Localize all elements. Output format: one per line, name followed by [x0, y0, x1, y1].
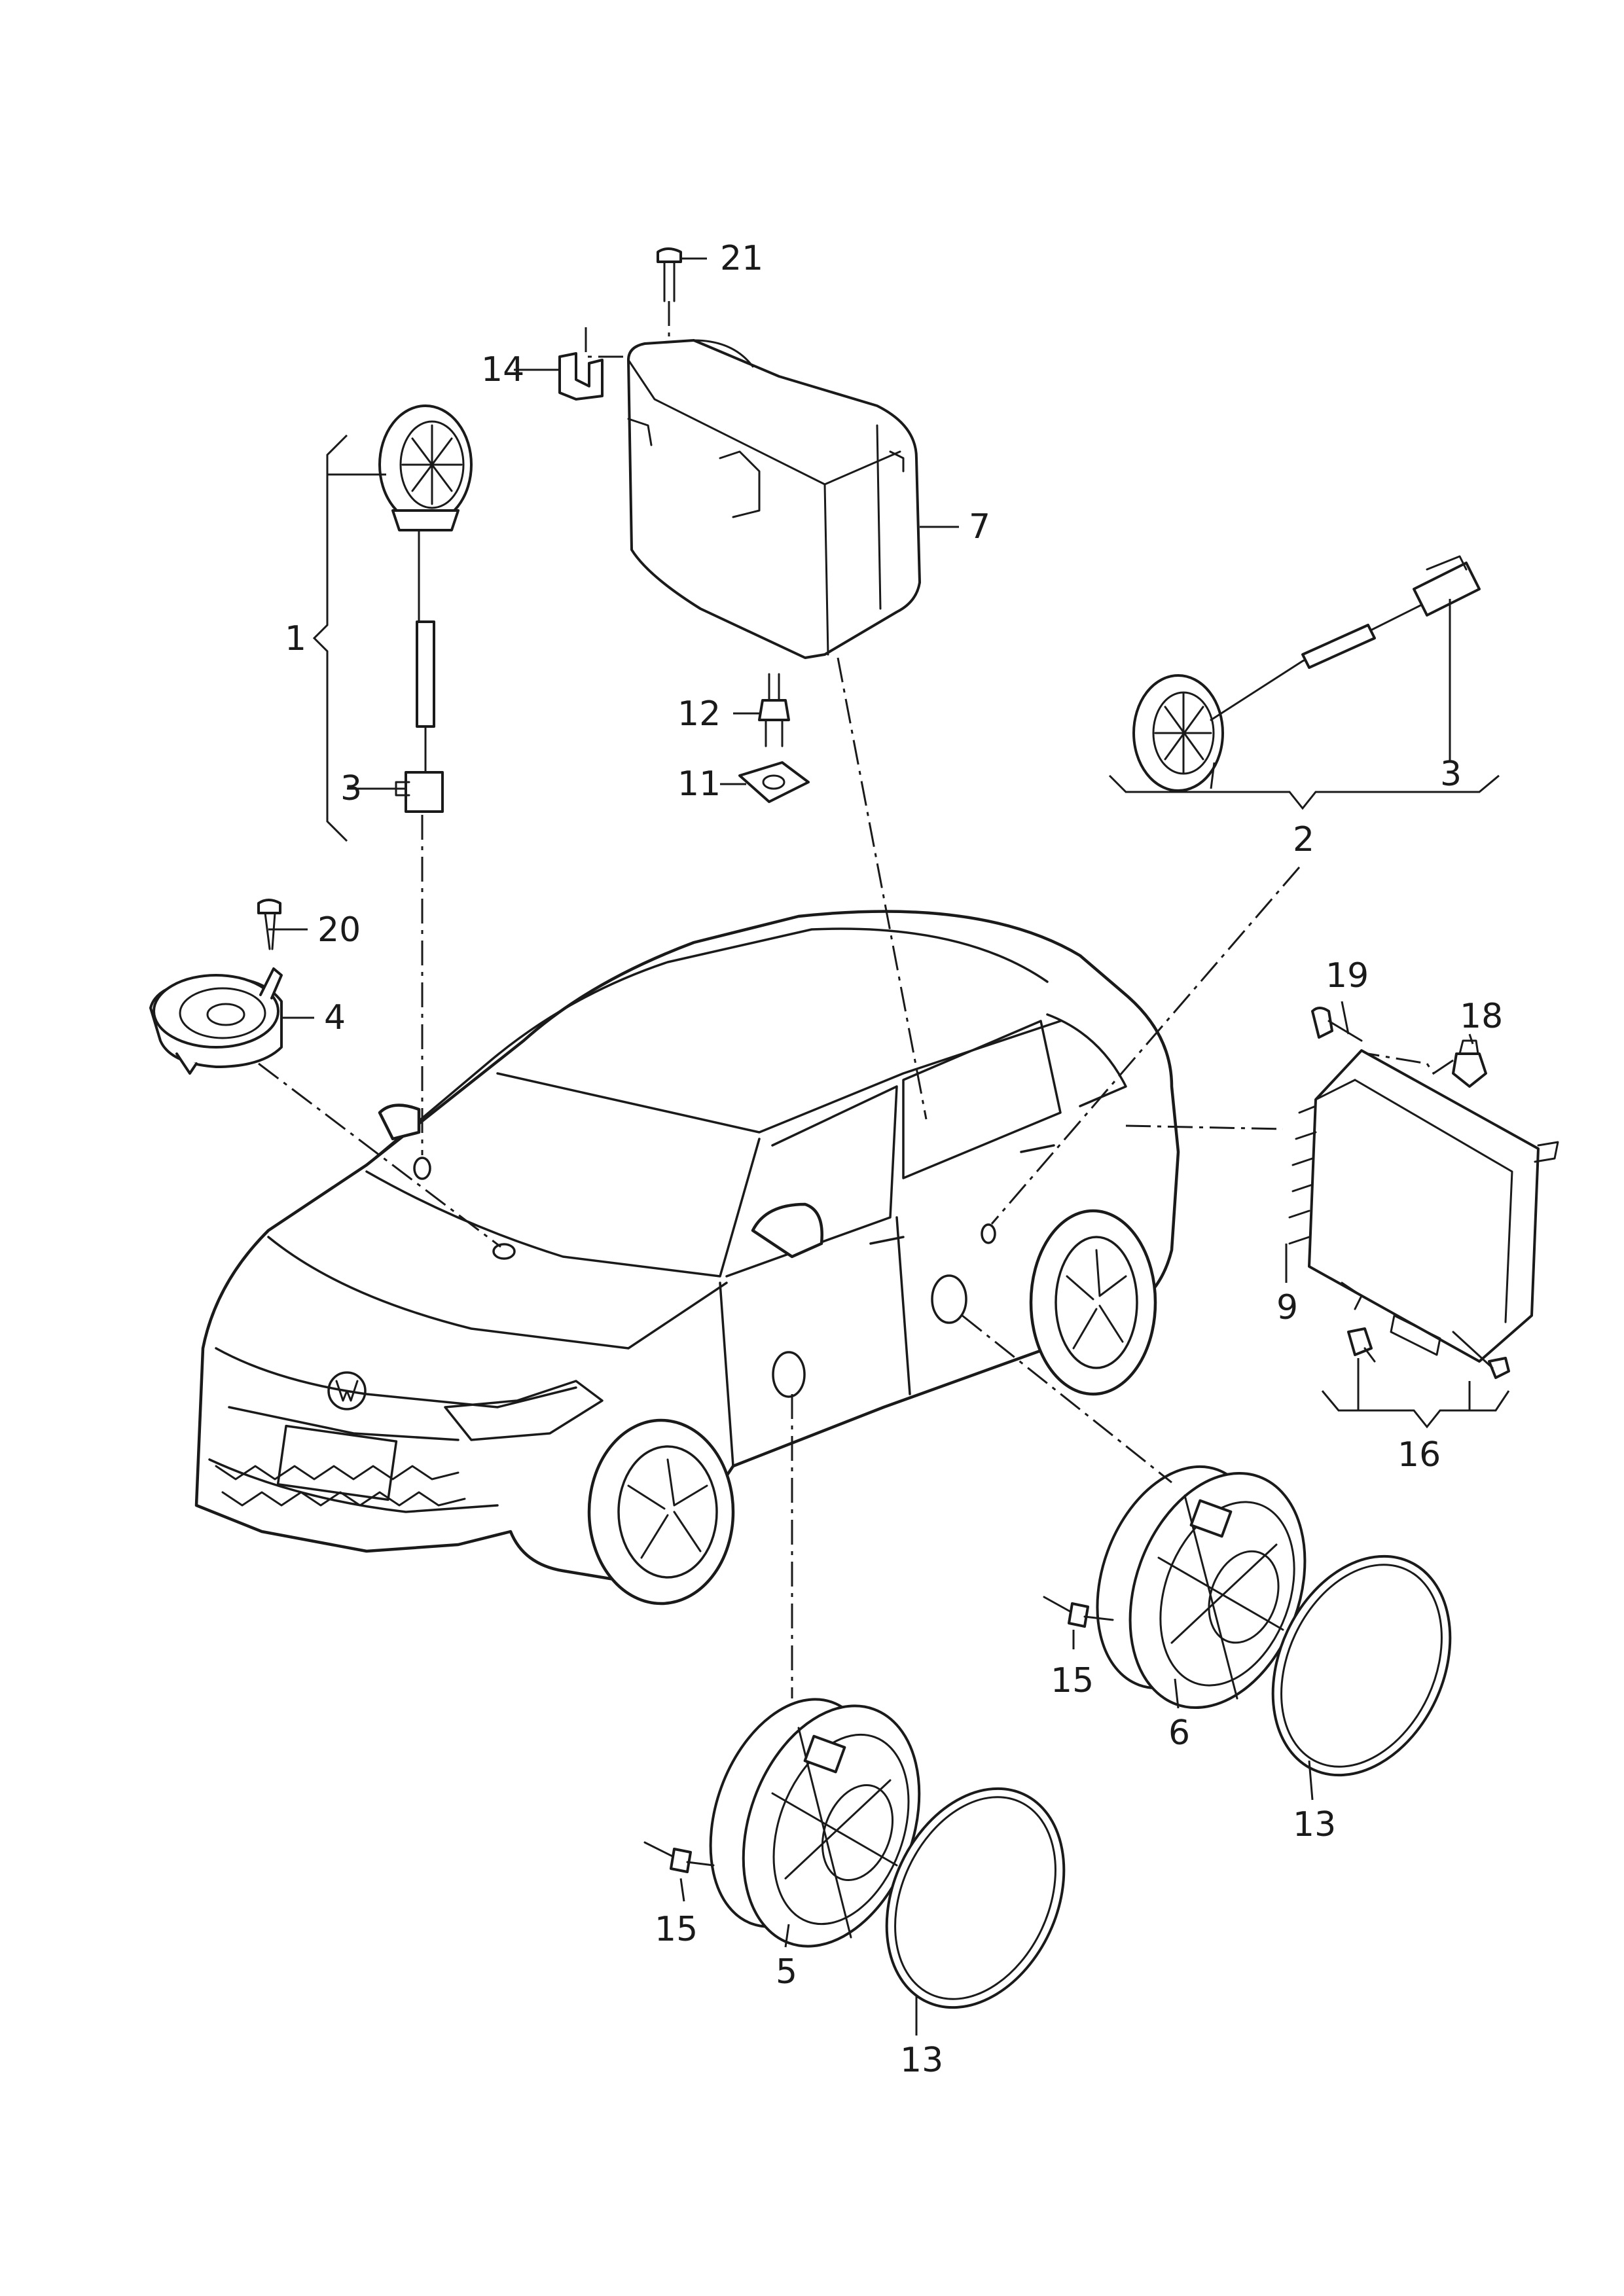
- bolts-16: [1347, 1327, 1510, 1379]
- callout-13-right: 13: [1293, 1805, 1336, 1844]
- callout-19: 19: [1326, 956, 1369, 996]
- screw-15a: [643, 1841, 715, 1873]
- callout-9: 9: [1276, 1288, 1298, 1327]
- woofer-5: [709, 1698, 921, 1948]
- tweeter-assembly-1: [378, 404, 473, 813]
- callout-4: 4: [324, 998, 346, 1037]
- subwoofer-enclosure-7: [627, 339, 921, 659]
- callout-3-right: 3: [1440, 755, 1462, 794]
- callout-6: 6: [1168, 1713, 1190, 1753]
- tweeter-assembly-2: [1132, 555, 1481, 792]
- callout-11: 11: [677, 764, 721, 804]
- leader-lines: [268, 257, 1510, 2036]
- amplifier-9: [1288, 1049, 1559, 1363]
- nut-11: [738, 761, 810, 803]
- bracket-14: [558, 352, 604, 401]
- callout-5: 5: [776, 1952, 797, 1992]
- callout-3-left: 3: [340, 769, 362, 808]
- callout-15-left: 15: [655, 1910, 698, 1949]
- callout-20: 20: [317, 910, 361, 950]
- speaker-4: [149, 967, 283, 1075]
- callout-21: 21: [720, 239, 763, 278]
- callout-12: 12: [677, 694, 721, 734]
- callout-13-left: 13: [900, 2041, 943, 2080]
- callout-7: 7: [969, 507, 990, 547]
- bolt-20: [257, 899, 281, 950]
- callout-1: 1: [285, 619, 306, 658]
- installation-lines: [258, 301, 1454, 1698]
- callout-2: 2: [1293, 820, 1314, 859]
- bolt-19: [1311, 1007, 1363, 1042]
- bolt-12: [758, 673, 790, 747]
- callout-labels: 21 14 7 12 11 1 3 3 2 20 4 19 18 9 16 15…: [285, 239, 1503, 2080]
- seal-ring-13a: [885, 1787, 1066, 2009]
- callout-14: 14: [481, 350, 524, 389]
- bolt-21: [657, 247, 682, 302]
- seal-ring-13b: [1271, 1554, 1452, 1777]
- callout-18: 18: [1460, 997, 1503, 1036]
- callout-16: 16: [1398, 1435, 1441, 1475]
- woofer-6: [1096, 1465, 1307, 1710]
- vehicle-illustration: [194, 910, 1180, 1605]
- screw-15b: [1043, 1596, 1114, 1628]
- clip-18: [1452, 1039, 1487, 1088]
- callout-15-right: 15: [1051, 1661, 1094, 1700]
